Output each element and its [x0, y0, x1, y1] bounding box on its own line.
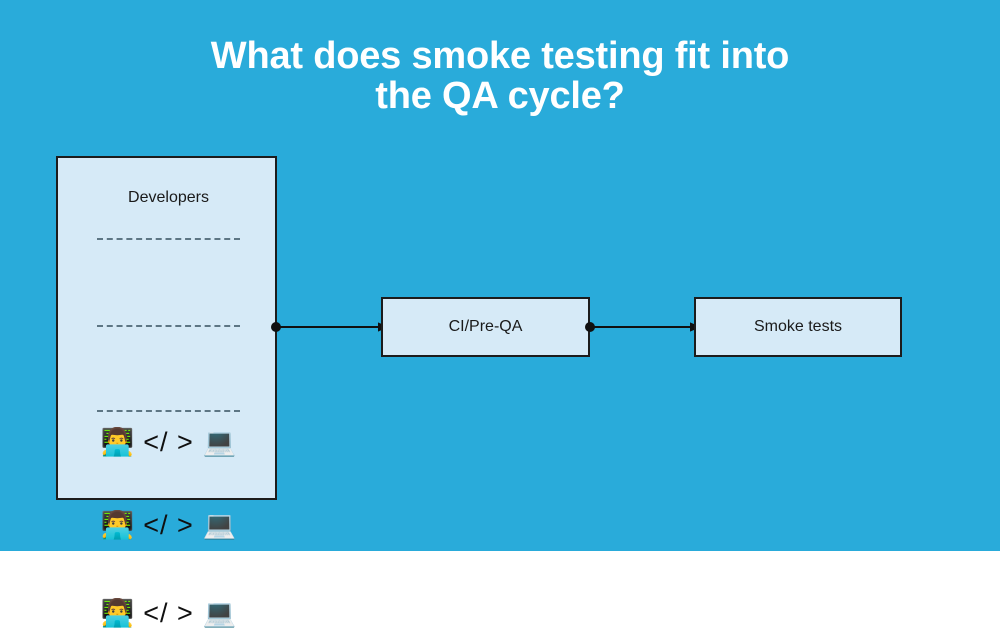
divider-line	[97, 410, 240, 412]
connector-ci-to-smoke	[582, 319, 702, 335]
node-smoke-tests[interactable]: Smoke tests	[694, 297, 902, 357]
divider-line	[97, 238, 240, 240]
laptop-emoji: 💻	[202, 427, 237, 457]
code-tag-text: </ >	[143, 510, 194, 540]
developer-row: 👨‍💻 </ > 💻	[58, 503, 279, 547]
divider-line	[97, 325, 240, 327]
laptop-emoji: 💻	[202, 598, 237, 628]
code-tag-text: </ >	[143, 427, 194, 457]
technologist-emoji: 👨‍💻	[100, 598, 135, 628]
developer-row: 👨‍💻 </ > 💻	[58, 420, 279, 464]
developer-row: 👨‍💻 </ > 💻	[58, 591, 279, 635]
developers-label: Developers	[128, 189, 209, 206]
developers-group-box[interactable]: Developers 👨‍💻 </ > 💻 👨‍💻 </ > 💻 👨‍💻 </ …	[56, 156, 279, 628]
technologist-emoji: 👨‍💻	[100, 427, 135, 457]
code-tag-text: </ >	[143, 598, 194, 628]
laptop-emoji: 💻	[202, 510, 237, 540]
connector-developers-to-ci	[268, 319, 390, 335]
technologist-emoji: 👨‍💻	[100, 510, 135, 540]
node-ci-pre-qa[interactable]: CI/Pre-QA	[381, 297, 590, 357]
page-title: What does smoke testing fit into the QA …	[210, 35, 790, 117]
node-label-ci-pre-qa: CI/Pre-QA	[448, 318, 523, 335]
node-label-smoke-tests: Smoke tests	[753, 318, 843, 335]
